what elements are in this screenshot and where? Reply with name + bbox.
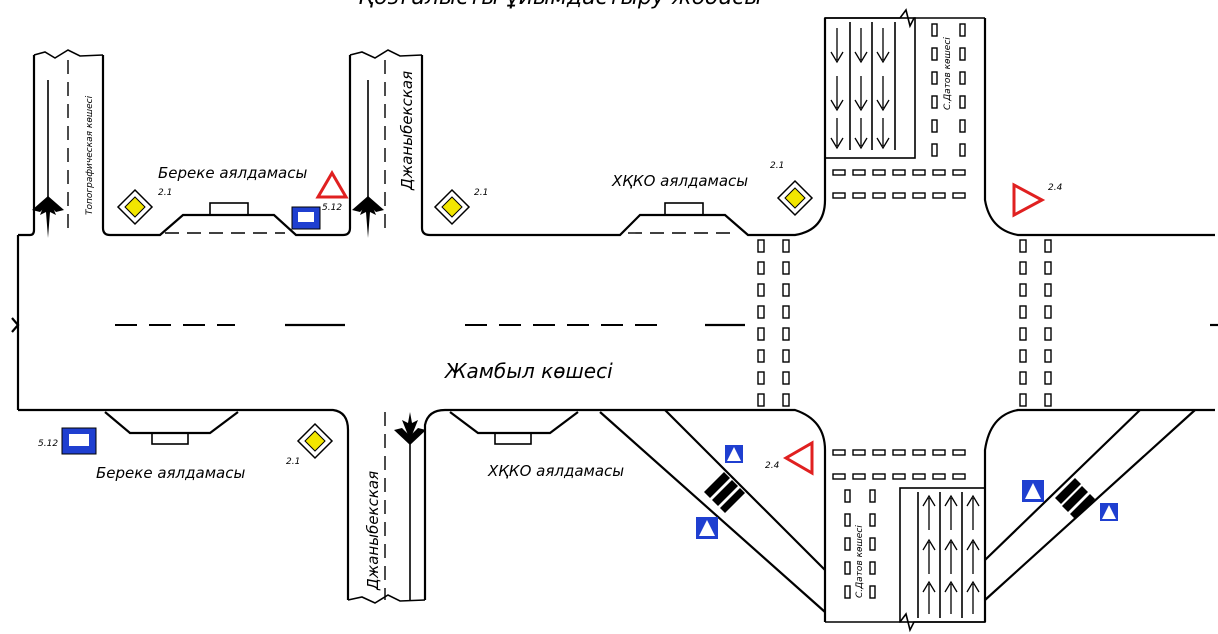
centre-line (115, 232, 745, 327)
bus-stop-sign-bottom (61, 427, 97, 455)
give-way-code-right: 2.4 (1048, 183, 1063, 193)
bus-stop-sign-top (291, 206, 321, 230)
label-dzhanybekov-top: Джаныбекская (398, 71, 416, 191)
bus-sign-code-top: 5.12 (322, 203, 342, 213)
label-topographic-street: Топографическая көшесі (85, 95, 95, 215)
bus-shelters (151, 202, 704, 445)
bus-sign-code-bottom: 5.12 (38, 439, 58, 449)
give-way-code-bottom: 2.4 (765, 461, 780, 471)
sign-code-2: 2.1 (474, 188, 488, 198)
label-stop-hkko-bottom: ХҚКО аялдамасы (487, 462, 624, 480)
main-road-sign-3 (776, 179, 814, 217)
main-road (11, 18, 1218, 622)
give-way-sign-top-left (315, 170, 349, 199)
sign-code-4: 2.1 (286, 457, 300, 467)
diagram-title: Қозғалысты ұйымдастыру жобасы (358, 0, 761, 10)
pedestrian-crossing-signs (696, 445, 1118, 539)
main-road-sign-2 (433, 188, 471, 226)
label-batyr-top: С.Датов көшесі (943, 37, 953, 110)
label-batyr-bottom: С.Датов көшесі (855, 525, 865, 598)
main-road-sign-1 (116, 188, 154, 226)
label-dzhanybekov-bottom: Джаныбекская (364, 471, 382, 591)
label-stop-bereke-bottom: Береке аялдамасы (96, 464, 245, 482)
label-stop-bereke-top: Береке аялдамасы (158, 164, 307, 182)
sign-code-1: 2.1 (158, 188, 172, 198)
give-way-sign-right (1012, 182, 1046, 218)
sign-code-3: 2.1 (770, 161, 784, 171)
intersection (599, 8, 1196, 633)
label-stop-hkko-top: ХҚКО аялдамасы (611, 172, 748, 190)
turn-arrows (32, 195, 426, 445)
give-way-sign-bottom (782, 440, 814, 476)
label-main-street: Жамбыл көшесі (443, 359, 613, 383)
main-road-sign-4 (296, 422, 334, 460)
